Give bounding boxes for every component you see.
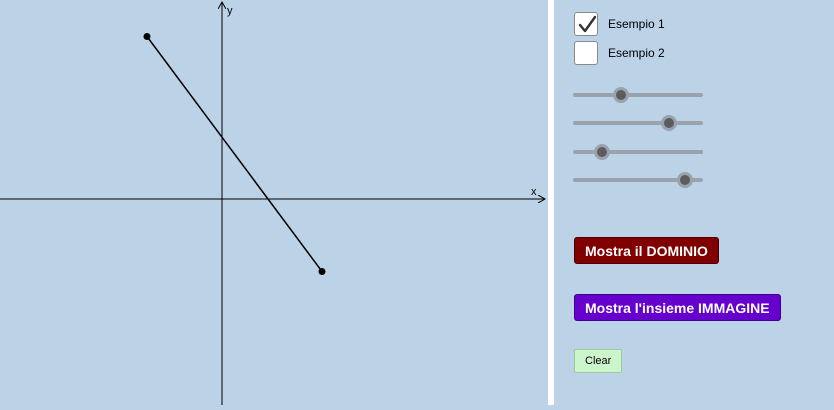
show-image-set-button[interactable]: Mostra l'insieme IMMAGINE bbox=[574, 294, 781, 321]
graph-canvas[interactable]: x y bbox=[0, 0, 548, 405]
show-domain-button[interactable]: Mostra il DOMINIO bbox=[574, 237, 719, 264]
checkbox-esempio-2[interactable]: Esempio 2 bbox=[574, 39, 665, 67]
slider-2-knob[interactable] bbox=[661, 115, 678, 131]
checkbox-esempio-1-label: Esempio 1 bbox=[608, 17, 665, 31]
slider-3[interactable] bbox=[573, 142, 703, 162]
clear-button[interactable]: Clear bbox=[574, 349, 623, 373]
slider-2-track[interactable] bbox=[573, 121, 703, 125]
slider-4-knob[interactable] bbox=[676, 172, 693, 188]
checkmark-icon bbox=[578, 15, 597, 33]
graphics-view[interactable]: x y bbox=[0, 0, 548, 405]
slider-1-track[interactable] bbox=[573, 93, 703, 97]
checkbox-esempio-1[interactable]: Esempio 1 bbox=[574, 10, 665, 38]
checkbox-esempio-2-box[interactable] bbox=[574, 41, 598, 65]
control-panel: Esempio 1 Esempio 2 Mostra il DOMINIO Mo… bbox=[554, 0, 834, 405]
slider-4[interactable] bbox=[573, 170, 703, 190]
slider-3-knob[interactable] bbox=[593, 144, 610, 160]
slider-1[interactable] bbox=[573, 85, 703, 105]
function-segment[interactable] bbox=[146, 36, 323, 272]
slider-2[interactable] bbox=[573, 113, 703, 133]
slider-3-track[interactable] bbox=[573, 150, 703, 154]
y-axis-label: y bbox=[227, 5, 233, 17]
checkbox-esempio-1-box[interactable] bbox=[574, 12, 598, 36]
segment-end-point[interactable] bbox=[318, 268, 326, 275]
slider-4-track[interactable] bbox=[573, 178, 703, 182]
checkbox-esempio-2-label: Esempio 2 bbox=[608, 46, 665, 60]
slider-1-knob[interactable] bbox=[613, 87, 630, 103]
segment-start-point[interactable] bbox=[143, 33, 151, 40]
x-axis-label: x bbox=[531, 186, 537, 198]
panel-divider[interactable] bbox=[548, 0, 554, 405]
